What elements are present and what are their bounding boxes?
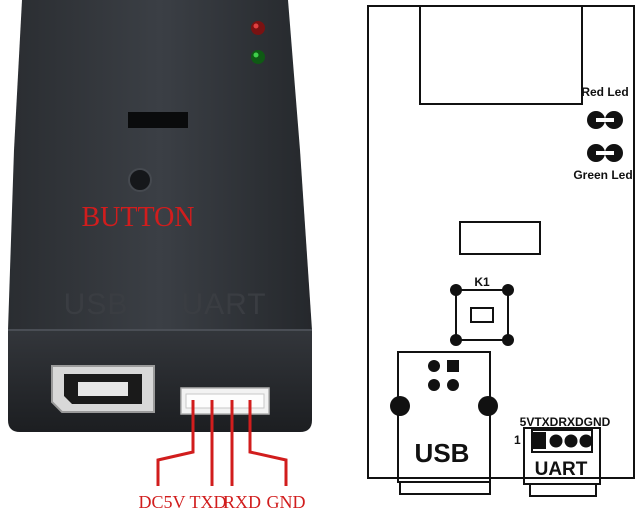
top-module-block <box>419 5 583 105</box>
pin-label-gnd: GND <box>267 492 306 512</box>
photo-uart-label: UART <box>181 288 266 321</box>
center-component-block <box>459 221 541 255</box>
pin-label-txd: TXD <box>190 492 227 512</box>
pin-leader-lines <box>156 400 288 486</box>
button-icon <box>128 168 152 192</box>
schematic-usb-label: USB <box>415 438 470 468</box>
red-led-icon <box>251 21 265 35</box>
red-led-footprint-icon <box>587 111 623 129</box>
green-led-footprint-icon <box>587 144 623 162</box>
pin-label-rxd: RXD <box>223 492 261 512</box>
schematic-uart-label: UART <box>535 459 588 480</box>
red-led-label: Red Led <box>581 85 628 99</box>
uart-pins-label: 5VTXDRXDGND <box>520 415 611 429</box>
pin-one-label: 1 <box>514 433 521 447</box>
photo-usb-label: USB <box>64 288 129 321</box>
button-label: BUTTON <box>81 202 194 233</box>
usb-footprint-icon <box>390 351 498 495</box>
board-schematic <box>367 5 635 497</box>
switch-k1-label: K1 <box>474 275 490 289</box>
uart-header-icon <box>180 387 270 415</box>
device-body <box>8 0 312 398</box>
status-window <box>128 112 188 128</box>
green-led-icon <box>251 50 265 64</box>
usb-b-port-icon <box>51 365 155 413</box>
device-photo: BUTTON USB UART DC5V TXD RXD GND <box>8 0 312 512</box>
switch-k1-footprint-icon <box>450 284 514 346</box>
green-led-label: Green Led <box>573 168 632 182</box>
pin-label-dc5v: DC5V <box>138 492 185 512</box>
uart-footprint-icon <box>523 427 601 497</box>
